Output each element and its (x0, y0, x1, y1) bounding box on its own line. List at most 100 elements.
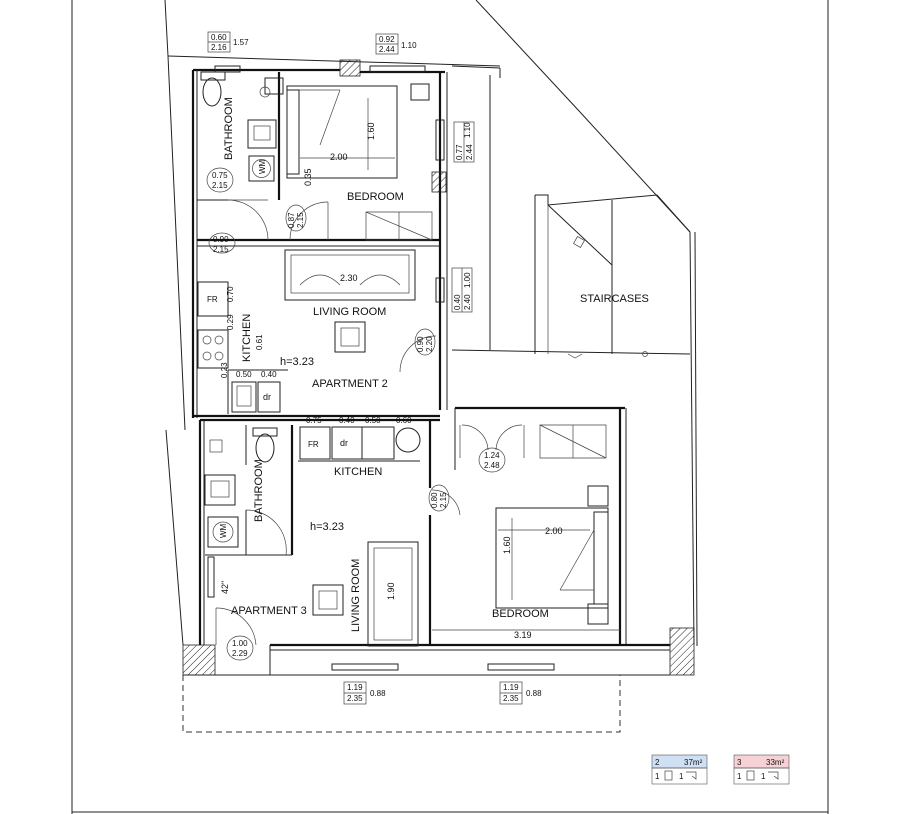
tag-door-bed-top: 0.87 2.15 (287, 212, 305, 228)
fridge-bottom (299, 426, 331, 460)
svg-text:1.57: 1.57 (233, 38, 249, 47)
washing-machine-top (248, 155, 275, 182)
svg-text:0.90: 0.90 (213, 235, 229, 244)
room-label-kitchen-top: KITCHEN (241, 314, 253, 362)
tag-door-living-2: 0.90 2.20 (416, 336, 434, 352)
svg-text:0.40: 0.40 (453, 294, 462, 310)
bed-icon (746, 770, 755, 781)
svg-text:2: 2 (655, 758, 660, 767)
svg-text:2.15: 2.15 (212, 181, 228, 190)
room-label-bedroom-bottom: BEDROOM (492, 608, 549, 620)
tag-win-right-top: 0.77 2.44 1.10 (455, 122, 474, 160)
dim-kit3-3: 0.50 (365, 416, 381, 425)
dim-bed-bottom-w: 2.00 (545, 526, 563, 536)
sofa-bottom (367, 541, 419, 647)
svg-text:1: 1 (737, 772, 742, 781)
dryer-label-bottom: dr (340, 438, 348, 448)
dim-kitchen-v2: 0.29 (226, 314, 235, 330)
nightstand (587, 485, 609, 507)
tag-win-bottom-left: 1.19 2.35 0.88 (347, 683, 386, 703)
toilet-bottom (252, 427, 278, 463)
dim-kitchen-v3: 0.61 (255, 334, 264, 350)
dim-bed-top-w: 2.00 (330, 152, 348, 162)
svg-text:1: 1 (655, 772, 660, 781)
dim-bed-top-l: 1.60 (366, 122, 376, 140)
tag-door-ent-2: 0.90 2.15 (213, 235, 229, 254)
ceiling-height-2: h=3.23 (280, 356, 314, 368)
tag-win-top-left: 0.60 2.16 1.57 (211, 33, 249, 52)
svg-text:1: 1 (761, 772, 766, 781)
apartment-3-label: APARTMENT 3 (231, 605, 307, 617)
toilet-top (200, 71, 226, 107)
legend-apartment-3: 3 33m² 1 1 (733, 754, 790, 785)
wm-label-bottom: WM (219, 523, 228, 538)
svg-text:1.24: 1.24 (484, 451, 500, 460)
svg-text:2.40: 2.40 (463, 294, 472, 310)
svg-text:0.87: 0.87 (287, 212, 296, 228)
nightstand (410, 83, 430, 101)
svg-text:1.10: 1.10 (463, 122, 472, 138)
svg-text:1.00: 1.00 (463, 272, 472, 288)
svg-text:0.60: 0.60 (211, 33, 227, 42)
kitchen-sink-top (231, 381, 257, 413)
dim-sofa-bottom: 1.90 (386, 582, 396, 600)
room-label-staircases: STAIRCASES (580, 293, 649, 305)
svg-text:0.80: 0.80 (430, 492, 439, 508)
dim-kit3-2: 0.40 (339, 416, 355, 425)
fridge-top (197, 281, 229, 317)
svg-text:0.77: 0.77 (455, 144, 464, 160)
windows (207, 65, 555, 671)
svg-text:2.15: 2.15 (296, 212, 305, 228)
svg-text:2.20: 2.20 (425, 336, 434, 352)
svg-text:2.15: 2.15 (439, 492, 448, 508)
opening-tags (206, 31, 523, 705)
dim-kit3-1: 0.75 (306, 416, 322, 425)
svg-text:1.19: 1.19 (503, 683, 519, 692)
svg-text:2.48: 2.48 (484, 461, 500, 470)
drain-icon (209, 439, 223, 453)
nightstand (264, 77, 284, 95)
bed-bottom (495, 507, 609, 609)
svg-text:0.88: 0.88 (526, 689, 542, 698)
svg-text:1.00: 1.00 (232, 639, 248, 648)
fridge-label-top: FR (207, 295, 218, 304)
sink-bottom (204, 474, 236, 506)
tag-door-bed-bottom: 1.24 2.48 (484, 451, 500, 470)
room-label-kitchen-bottom: KITCHEN (334, 466, 382, 478)
drain-icon (259, 86, 271, 98)
ceiling-height-3: h=3.23 (310, 521, 344, 533)
dim-kitchen-v4: 0.23 (220, 362, 229, 378)
apartment-3-walls (183, 406, 670, 676)
dim-bed-top-small: 0.35 (303, 168, 313, 186)
sofa-top (284, 249, 416, 301)
nightstand (587, 603, 609, 625)
dim-kitchen-h1: 0.50 (236, 370, 252, 379)
apartment-2-walls (191, 68, 448, 418)
dim-kitchen-h2: 0.40 (261, 370, 277, 379)
room-label-bathroom-bottom: BATHROOM (253, 459, 265, 522)
svg-text:1: 1 (679, 772, 684, 781)
svg-text:2.15: 2.15 (213, 245, 229, 254)
tag-door-bed-b2: 0.80 2.15 (430, 492, 448, 508)
svg-text:0.75: 0.75 (212, 171, 228, 180)
room-label-bathroom-top: BATHROOM (223, 97, 235, 160)
bath-icon (768, 771, 779, 780)
legend-apartment-2: 2 37m² 1 1 (651, 754, 708, 785)
svg-text:0.88: 0.88 (370, 689, 386, 698)
svg-text:33m²: 33m² (766, 758, 785, 767)
dim-window-42: 42" (220, 581, 230, 594)
svg-text:3: 3 (737, 758, 742, 767)
balcony-outline (182, 675, 621, 733)
doors (215, 199, 525, 646)
svg-text:2.29: 2.29 (232, 649, 248, 658)
dryer-label-top: dr (263, 392, 271, 402)
fridge-label-bottom: FR (308, 440, 319, 449)
dim-bed-bottom-l: 1.60 (502, 536, 512, 554)
room-label-living-bottom: LIVING ROOM (350, 559, 362, 632)
staircase-block (451, 65, 691, 359)
coffee-table-top (334, 321, 366, 353)
dryer-top (257, 381, 281, 413)
sink-bottom-kitchen (361, 426, 395, 460)
tag-win-right-mid: 0.40 2.40 1.00 (453, 272, 472, 310)
